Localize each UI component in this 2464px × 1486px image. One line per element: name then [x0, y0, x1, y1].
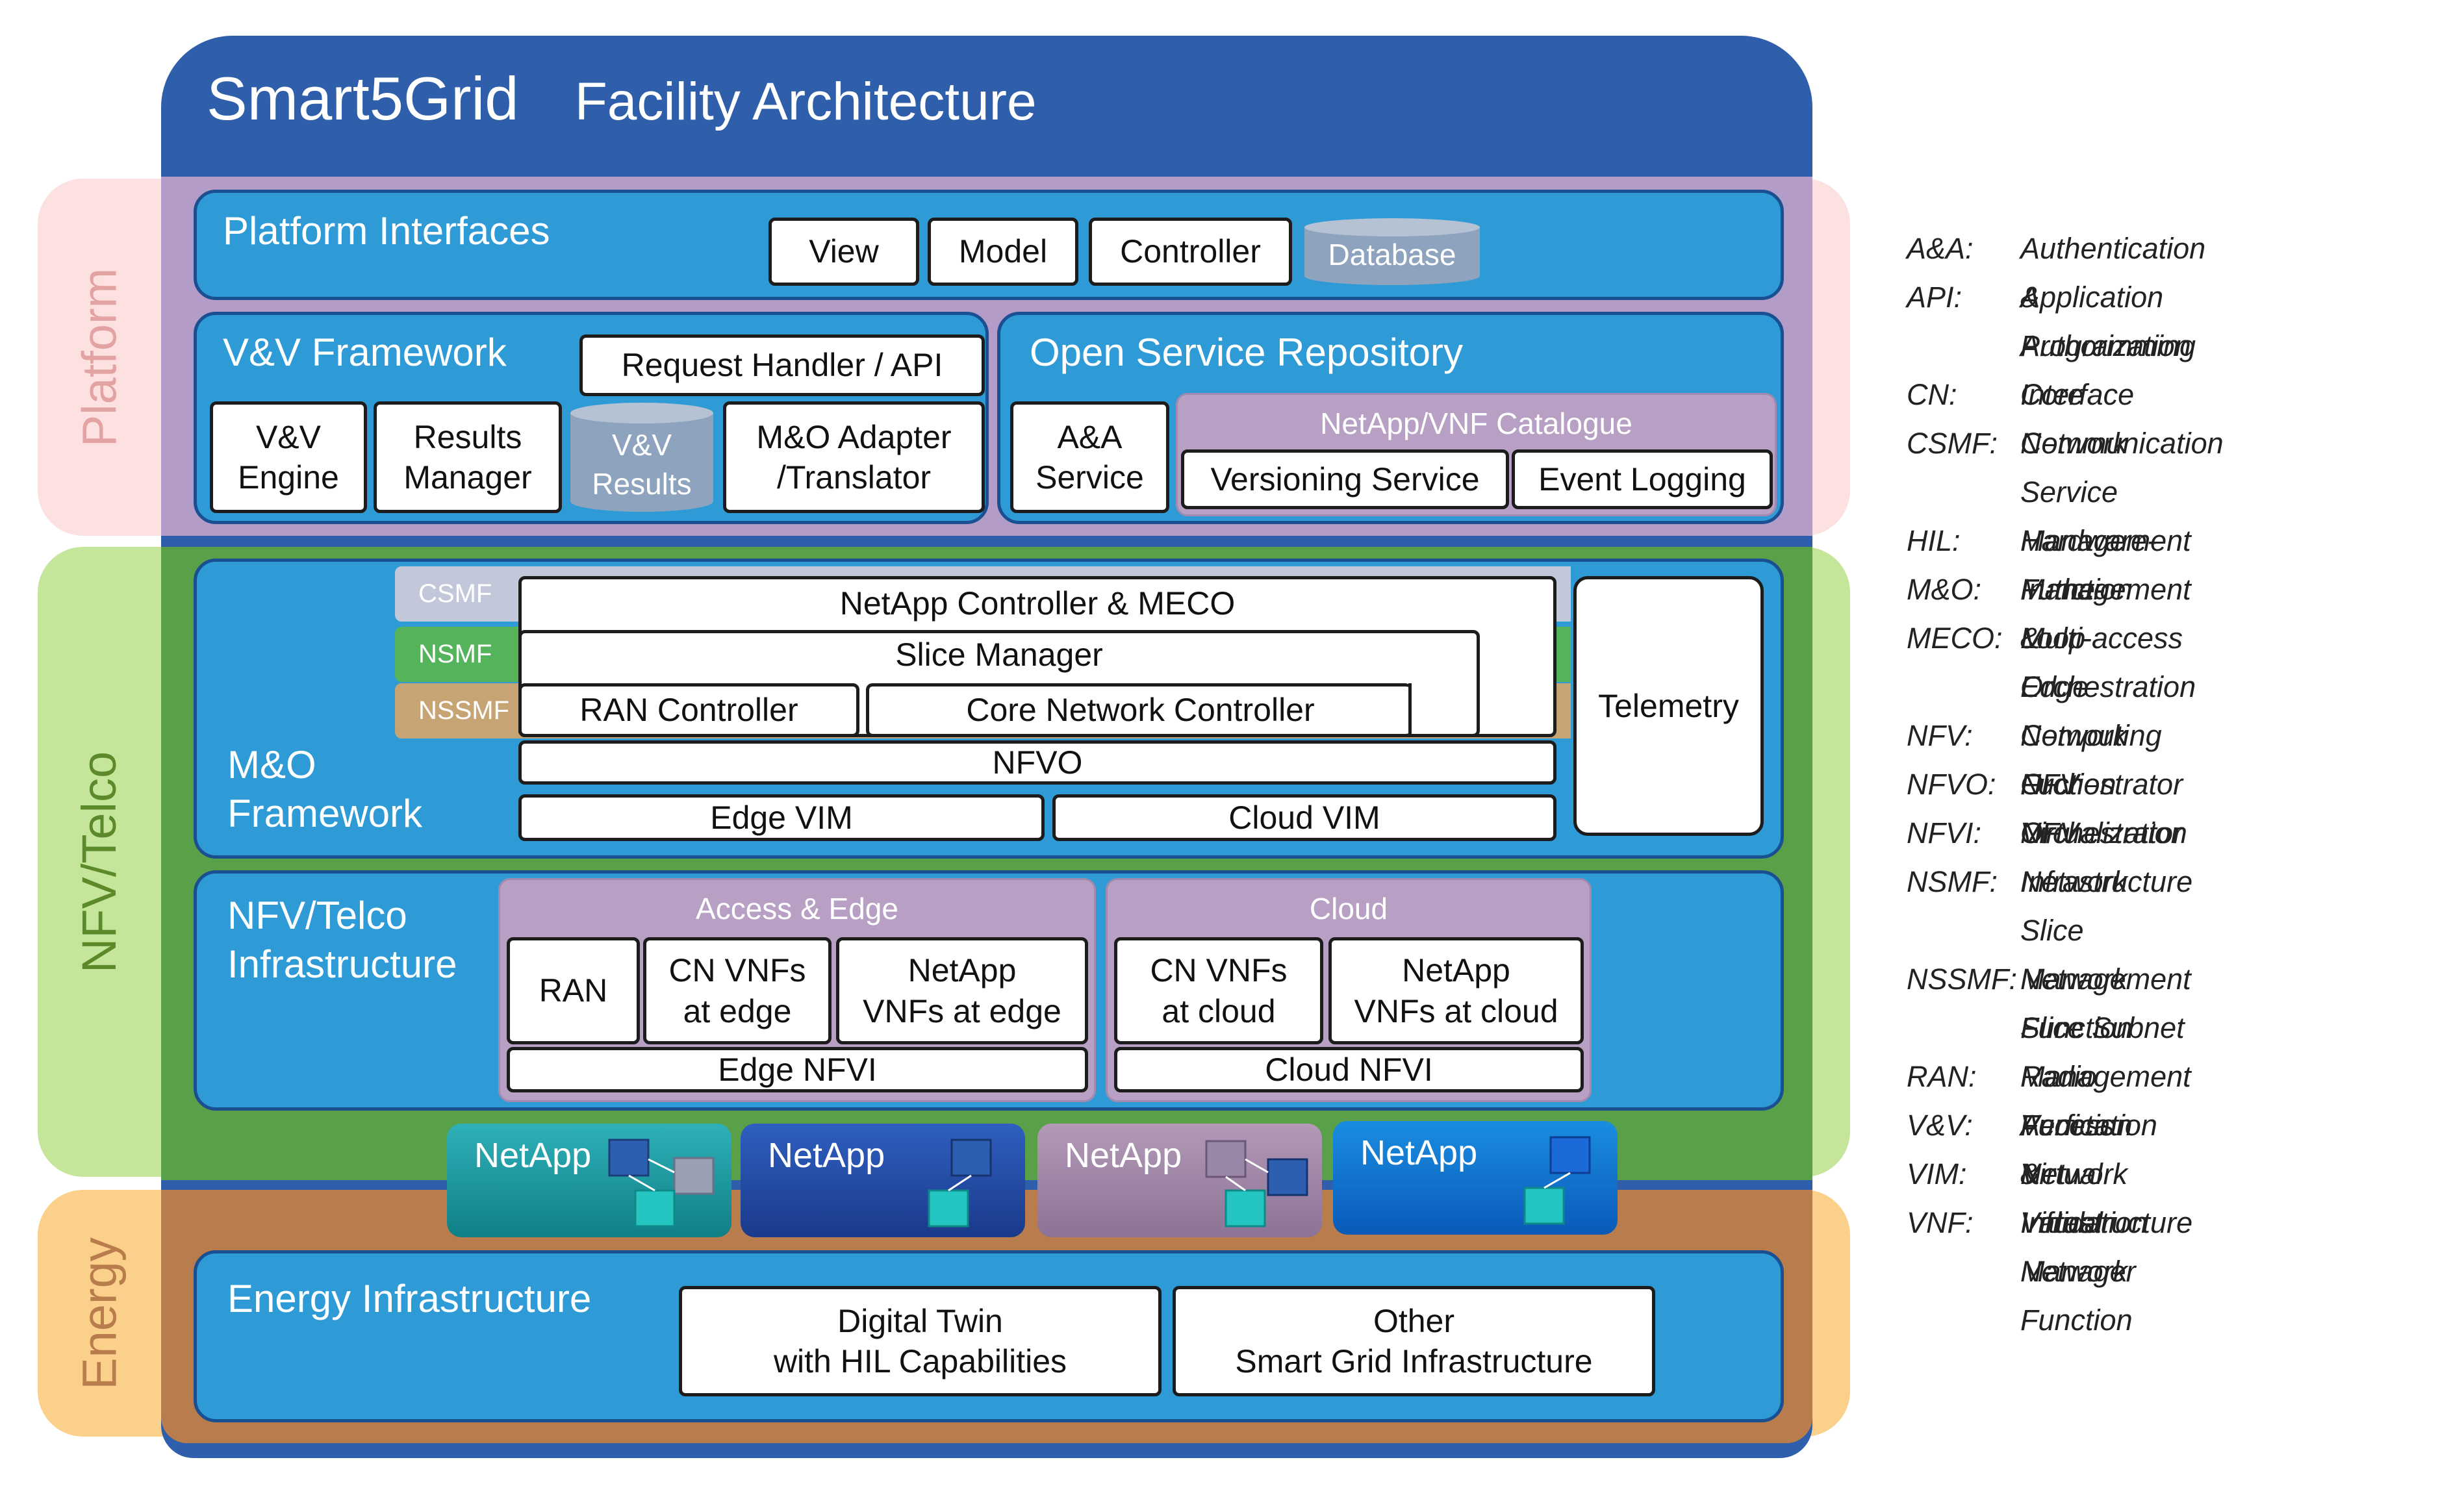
nfvo-box[interactable]: NFVO — [518, 740, 1556, 785]
app-title: Smart5Grid — [207, 64, 519, 132]
netapp-tile-4-label: NetApp — [1360, 1133, 1478, 1172]
legend-def: Application Programming Interface — [2020, 281, 2196, 411]
cn-vnfs-cloud-box[interactable]: CN VNFs at cloud — [1114, 937, 1323, 1044]
netapp-cubes-icon — [1523, 1136, 1591, 1225]
legend-def: NFV Orchestrator — [2020, 768, 2183, 850]
legend-abbr: NFVI: — [1907, 816, 1982, 850]
netapp-cubes-icon — [608, 1139, 715, 1228]
digital-twin-box[interactable]: Digital Twin with HIL Capabilities — [679, 1286, 1162, 1396]
edge-nfvi-box[interactable]: Edge NFVI — [507, 1047, 1088, 1092]
netapp-vnfs-edge-box[interactable]: NetApp VNFs at edge — [836, 937, 1088, 1044]
platform-layer-label: Platform — [72, 268, 127, 447]
event-logging-box[interactable]: Event Logging — [1512, 449, 1773, 509]
legend-abbr: NFV: — [1907, 719, 1973, 752]
netapp-tile-4[interactable]: NetApp — [1333, 1121, 1618, 1235]
legend-def: NFV Infrastructure — [2020, 816, 2193, 898]
legend-abbr: RAN: — [1907, 1060, 1977, 1093]
legend-abbr: CN: — [1907, 378, 1957, 411]
energy-layer-label: Energy — [72, 1237, 127, 1390]
mo-framework-title: M&O Framework — [227, 743, 423, 835]
legend-def: Radio Access Network — [2020, 1060, 2128, 1190]
versioning-service-box[interactable]: Versioning Service — [1181, 449, 1509, 509]
legend-abbr: NSMF: — [1907, 865, 1998, 898]
ran-box[interactable]: RAN — [507, 937, 640, 1044]
legend-abbr: NFVO: — [1907, 768, 1996, 801]
aa-service-box[interactable]: A&A Service — [1010, 401, 1169, 513]
core-network-controller-box[interactable]: Core Network Controller — [866, 683, 1412, 737]
legend-abbr: V&V: — [1907, 1109, 1973, 1142]
legend-def: Authentication & Authorization — [2020, 232, 2206, 362]
view-box[interactable]: View — [768, 218, 919, 286]
header-title: Smart5Grid Facility Architecture — [207, 64, 1037, 134]
vv-framework-title: V&V Framework — [223, 331, 507, 374]
catalogue-label: NetApp/VNF Catalogue — [1320, 407, 1632, 440]
abbreviation-legend: A&A: Authentication & Authorization API:… — [1907, 224, 2452, 1337]
model-box[interactable]: Model — [928, 218, 1078, 286]
netapp-tile-3[interactable]: NetApp — [1037, 1124, 1322, 1237]
netapp-tile-2[interactable]: NetApp — [741, 1124, 1025, 1237]
vv-engine-box[interactable]: V&V Engine — [210, 401, 367, 513]
legend-def: Communication Service Management Functio… — [2020, 427, 2224, 606]
mo-adapter-box[interactable]: M&O Adapter /Translator — [723, 401, 985, 513]
legend-abbr: HIL: — [1907, 524, 1961, 557]
smart-grid-box[interactable]: Other Smart Grid Infrastructure — [1173, 1286, 1655, 1396]
legend-abbr: VNF: — [1907, 1206, 1974, 1239]
legend-abbr: API: — [1907, 281, 1962, 314]
legend-def: Multi-access Edge Computing Orchestrator — [2020, 622, 2183, 801]
legend-abbr: M&O: — [1907, 573, 1982, 606]
cloud-vim-box[interactable]: Cloud VIM — [1052, 794, 1556, 841]
database-label: Database — [1328, 238, 1456, 271]
netapp-tile-1[interactable]: NetApp — [447, 1124, 731, 1237]
app-subtitle: Facility Architecture — [574, 72, 1037, 131]
osr-title: Open Service Repository — [1030, 331, 1463, 374]
netapp-cubes-icon — [1205, 1140, 1308, 1228]
legend-def: Virtual Infrastructure Manager — [2020, 1157, 2193, 1288]
access-edge-label: Access & Edge — [696, 892, 898, 926]
legend-def: Verfication & Validation — [2020, 1109, 2157, 1239]
netapp-controller-label: NetApp Controller & MECO — [839, 585, 1236, 622]
vv-results-cylinder[interactable]: V&V Results — [570, 401, 713, 513]
telemetry-box[interactable]: Telemetry — [1573, 576, 1764, 836]
netapp-tile-2-label: NetApp — [768, 1136, 885, 1175]
core-network-controller-edge — [1408, 683, 1412, 737]
legend-def: Core Network — [2020, 378, 2128, 460]
netapp-vnfs-cloud-box[interactable]: NetApp VNFs at cloud — [1328, 937, 1584, 1044]
legend-abbr: A&A: — [1907, 232, 1974, 265]
controller-box[interactable]: Controller — [1089, 218, 1292, 286]
netapp-cubes-icon — [928, 1139, 992, 1228]
legend-def: Network Slice Subnet Management Function — [2020, 963, 2191, 1142]
netapp-tile-3-label: NetApp — [1065, 1136, 1182, 1175]
legend-def: Management & Orchestration — [2020, 573, 2196, 703]
nfv-layer-label: NFV/Telco — [72, 751, 127, 973]
core-network-controller-label: Core Network Controller — [966, 692, 1315, 729]
edge-vim-box[interactable]: Edge VIM — [518, 794, 1045, 841]
netapp-tile-1-label: NetApp — [474, 1136, 592, 1175]
legend-abbr: NSSMF: — [1907, 963, 2018, 996]
ran-controller-box[interactable]: RAN Controller — [518, 683, 859, 737]
legend-def: Network Fuction Virtualization — [2020, 719, 2187, 850]
database-cylinder[interactable]: Database — [1304, 218, 1480, 286]
vv-results-database-icon — [570, 403, 713, 512]
legend-abbr: VIM: — [1907, 1157, 1967, 1190]
platform-interfaces-title: Platform Interfaces — [223, 209, 550, 253]
energy-title: Energy Infrastructure — [227, 1277, 592, 1320]
results-manager-box[interactable]: Results Manager — [374, 401, 562, 513]
legend-def: Virtual Network Function — [2020, 1206, 2133, 1337]
infra-title: NFV/Telco Infrastructure — [227, 894, 457, 986]
legend-abbr: MECO: — [1907, 622, 2003, 655]
legend-def: Hardware-In-the-Loop — [2020, 524, 2157, 655]
legend-abbr: CSMF: — [1907, 427, 1998, 460]
cloud-label: Cloud — [1309, 892, 1388, 926]
cloud-nfvi-box[interactable]: Cloud NFVI — [1114, 1047, 1584, 1092]
vv-results-label: V&V Results — [592, 428, 692, 501]
slice-manager-label: Slice Manager — [895, 636, 1103, 673]
legend-def: Network Slice Management Function — [2020, 865, 2191, 1044]
request-handler-box[interactable]: Request Handler / API — [579, 334, 985, 396]
database-icon — [1304, 218, 1480, 285]
cn-vnfs-edge-box[interactable]: CN VNFs at edge — [643, 937, 832, 1044]
